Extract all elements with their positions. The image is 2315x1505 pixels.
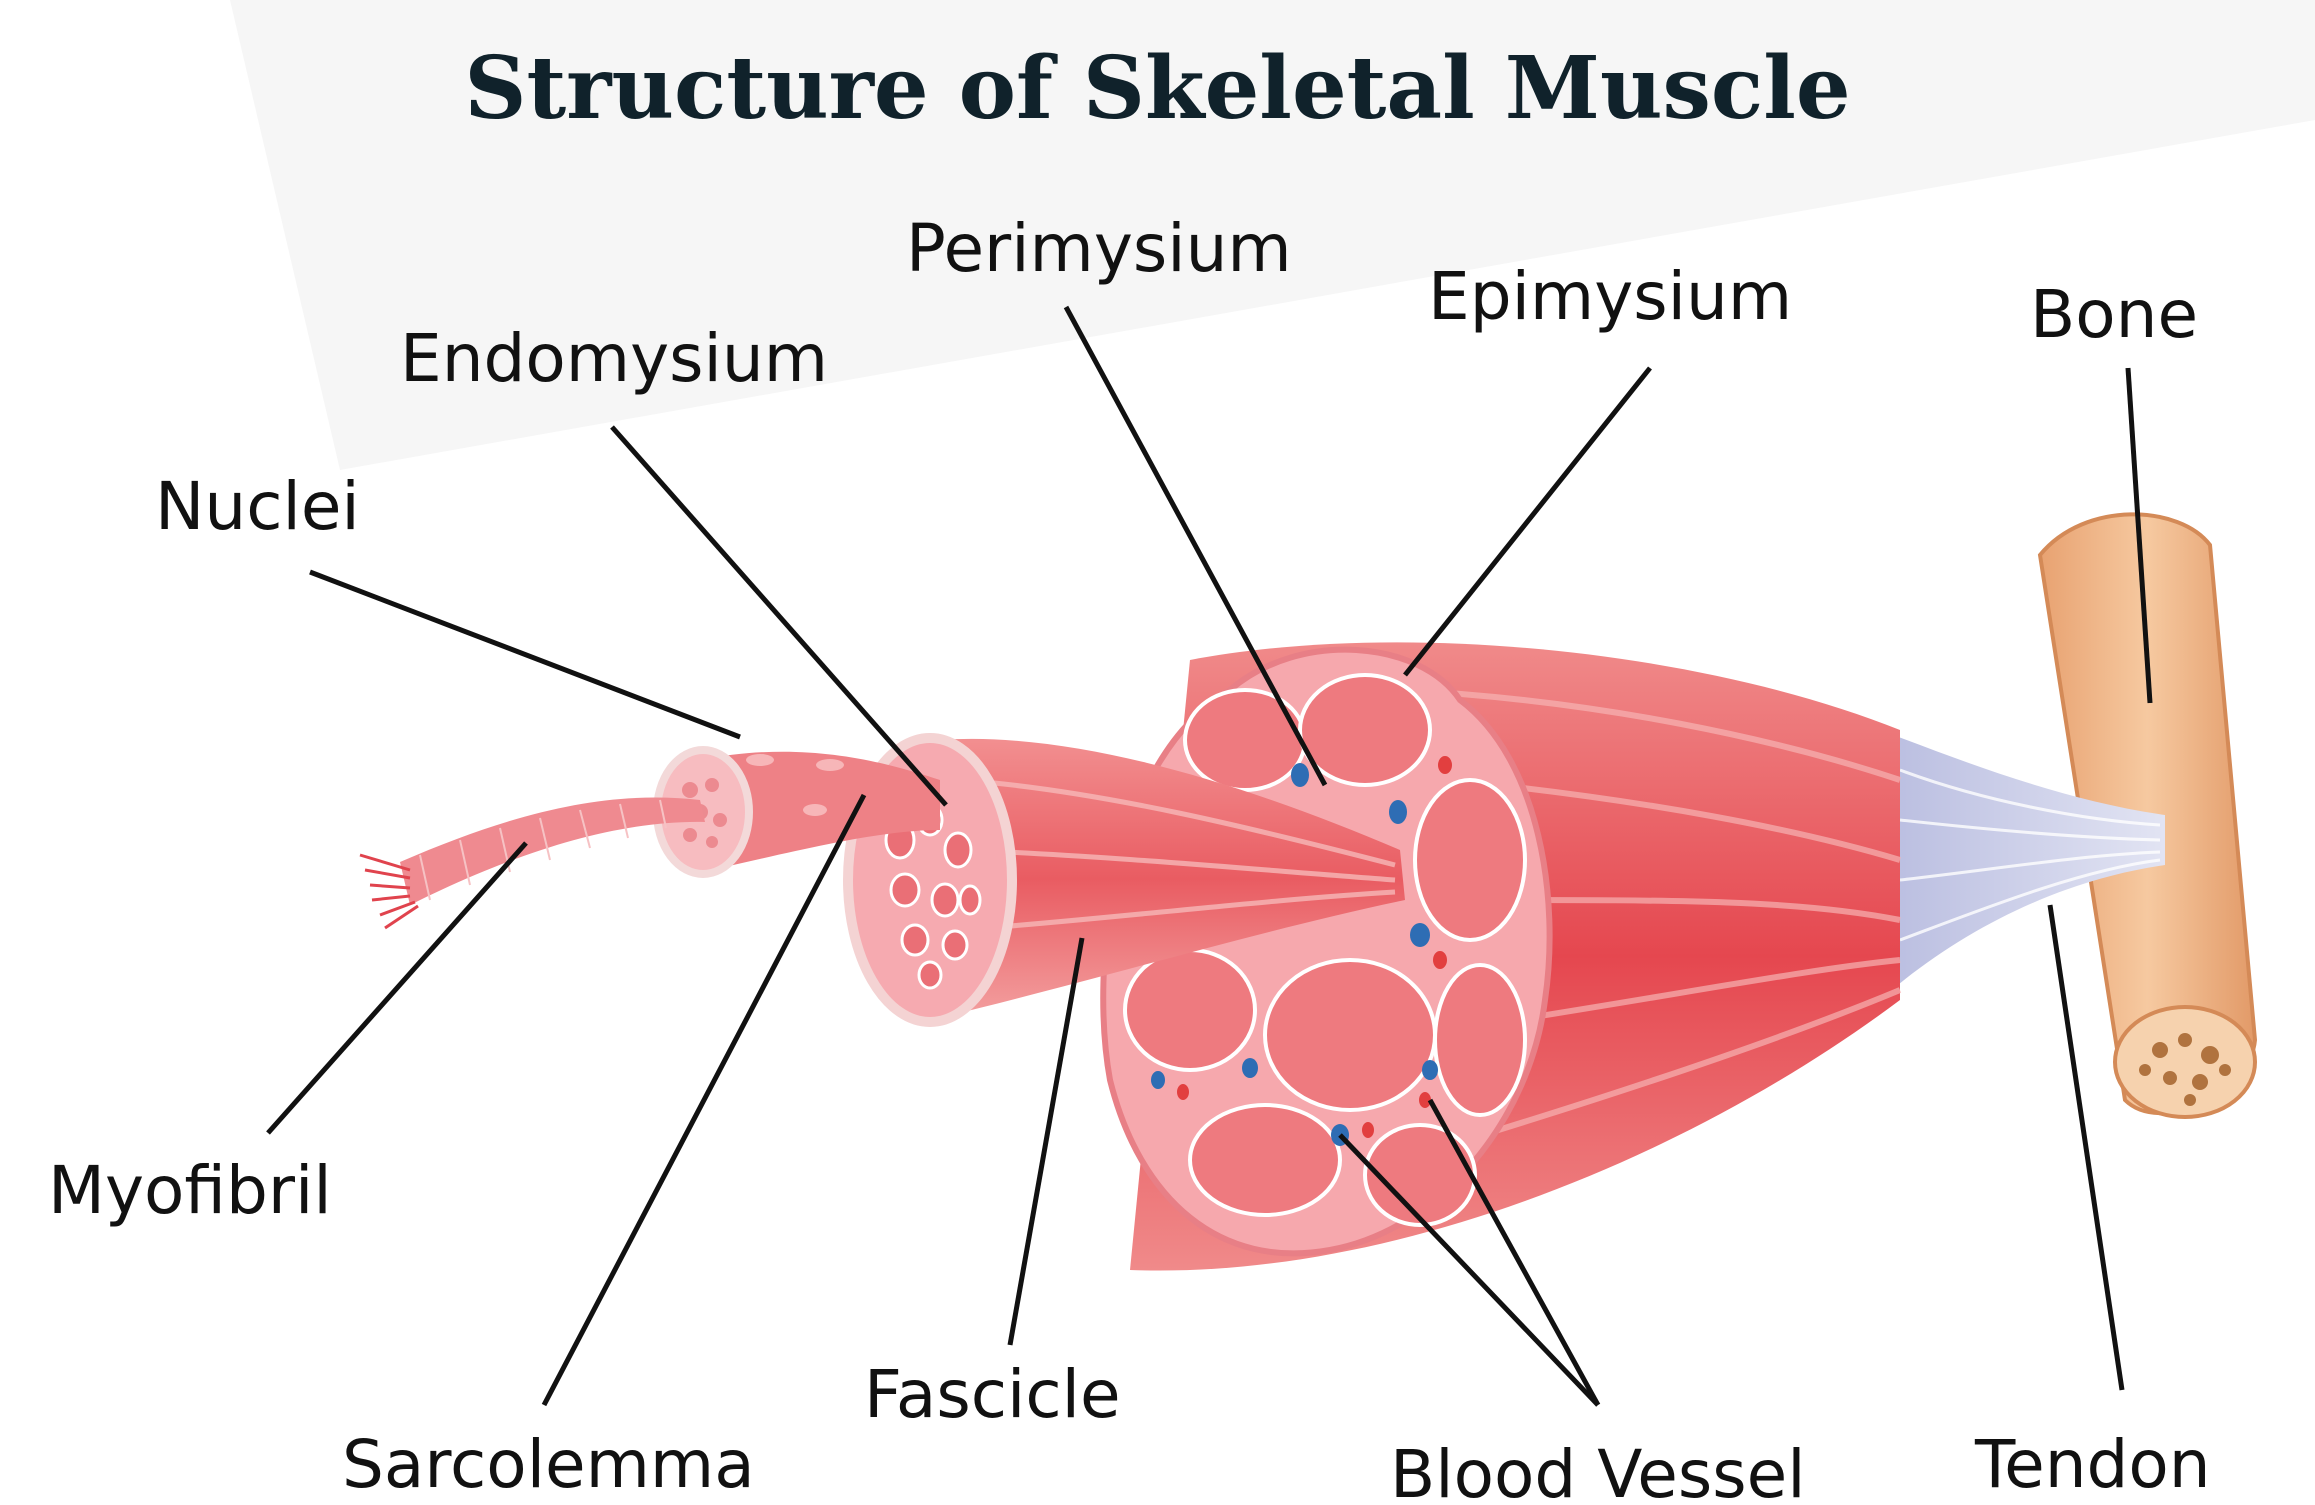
leader-fascicle: [1010, 938, 1082, 1345]
leader-endomysium: [612, 427, 946, 805]
leader-epimysium: [1405, 368, 1650, 675]
label-myofibril: Myofibril: [48, 1158, 332, 1224]
label-fascicle: Fascicle: [864, 1362, 1121, 1428]
label-sarcolemma: Sarcolemma: [342, 1432, 755, 1498]
label-perimysium: Perimysium: [906, 216, 1292, 282]
leader-nuclei: [310, 572, 740, 737]
label-endomysium: Endomysium: [400, 326, 828, 392]
label-nuclei: Nuclei: [155, 474, 360, 540]
leader-sarcolemma: [544, 795, 864, 1405]
label-epimysium: Epimysium: [1428, 264, 1792, 330]
myofibril: [360, 798, 705, 928]
label-blood-vessel: Blood Vessel: [1390, 1442, 1806, 1505]
label-bone: Bone: [2030, 282, 2198, 348]
label-tendon: Tendon: [1975, 1432, 2211, 1498]
